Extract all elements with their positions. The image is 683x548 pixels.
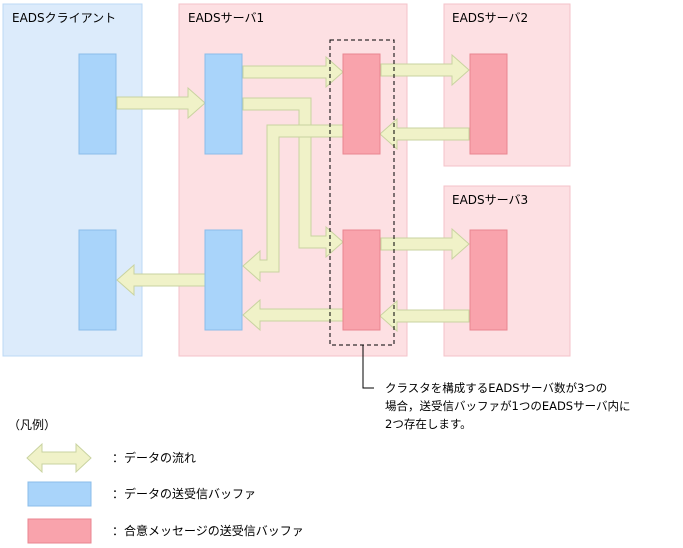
flow-arrow-consensus-top-to-s1-bottom bbox=[242, 124, 344, 283]
legend-flow-arrow-icon bbox=[26, 442, 92, 474]
legend-heading: （凡例） bbox=[8, 418, 56, 432]
client-data-buffer-top bbox=[78, 53, 117, 155]
s1-data-buffer-top bbox=[204, 53, 243, 155]
flow-arrow-s1-to-client bbox=[116, 263, 206, 297]
callout-line-3: 2つ存在します。 bbox=[385, 417, 472, 431]
callout-line-1: クラスタを構成するEADSサーバ数が3つの bbox=[385, 381, 607, 395]
callout-line-2: 場合，送受信バッファが1つのEADSサーバ内に bbox=[385, 399, 631, 413]
client-title: EADSクライアント bbox=[12, 11, 116, 25]
cluster-dashed-box bbox=[329, 39, 395, 346]
s1-consensus-buffer-top bbox=[342, 53, 381, 155]
flow-arrow-s3-to-consensus bbox=[379, 299, 470, 333]
server3-title: EADSサーバ3 bbox=[452, 193, 528, 207]
s1-data-buffer-bottom bbox=[204, 229, 243, 331]
callout-leader-line bbox=[362, 345, 374, 389]
legend-label-data-flow: ：データの流れ bbox=[112, 450, 196, 465]
legend-data-buffer-swatch bbox=[27, 481, 92, 507]
legend-label-data-buffer: ：データの送受信バッファ bbox=[112, 486, 256, 501]
flow-arrow-consensus-to-s3 bbox=[380, 227, 470, 261]
flow-arrow-s1-to-consensus-top bbox=[242, 55, 344, 89]
flow-arrow-s2-to-consensus bbox=[379, 117, 470, 151]
server2-title: EADSサーバ2 bbox=[452, 11, 528, 25]
s2-consensus-buffer bbox=[469, 53, 508, 155]
flow-arrow-client-to-s1 bbox=[116, 86, 206, 120]
flow-arrow-consensus-to-s2 bbox=[380, 53, 470, 87]
server1-title: EADSサーバ1 bbox=[188, 11, 264, 25]
client-region bbox=[2, 3, 143, 357]
legend-label-consensus-buffer: ：合意メッセージの送受信バッファ bbox=[112, 523, 304, 538]
s1-consensus-buffer-bottom bbox=[342, 229, 381, 331]
s3-consensus-buffer bbox=[469, 229, 508, 331]
client-data-buffer-bottom bbox=[78, 229, 117, 331]
flow-arrow-s1-top-to-consensus-bottom bbox=[242, 97, 344, 259]
legend-consensus-buffer-swatch bbox=[27, 518, 92, 544]
flow-arrow-consensus-bottom-to-s1-bottom bbox=[242, 298, 344, 332]
